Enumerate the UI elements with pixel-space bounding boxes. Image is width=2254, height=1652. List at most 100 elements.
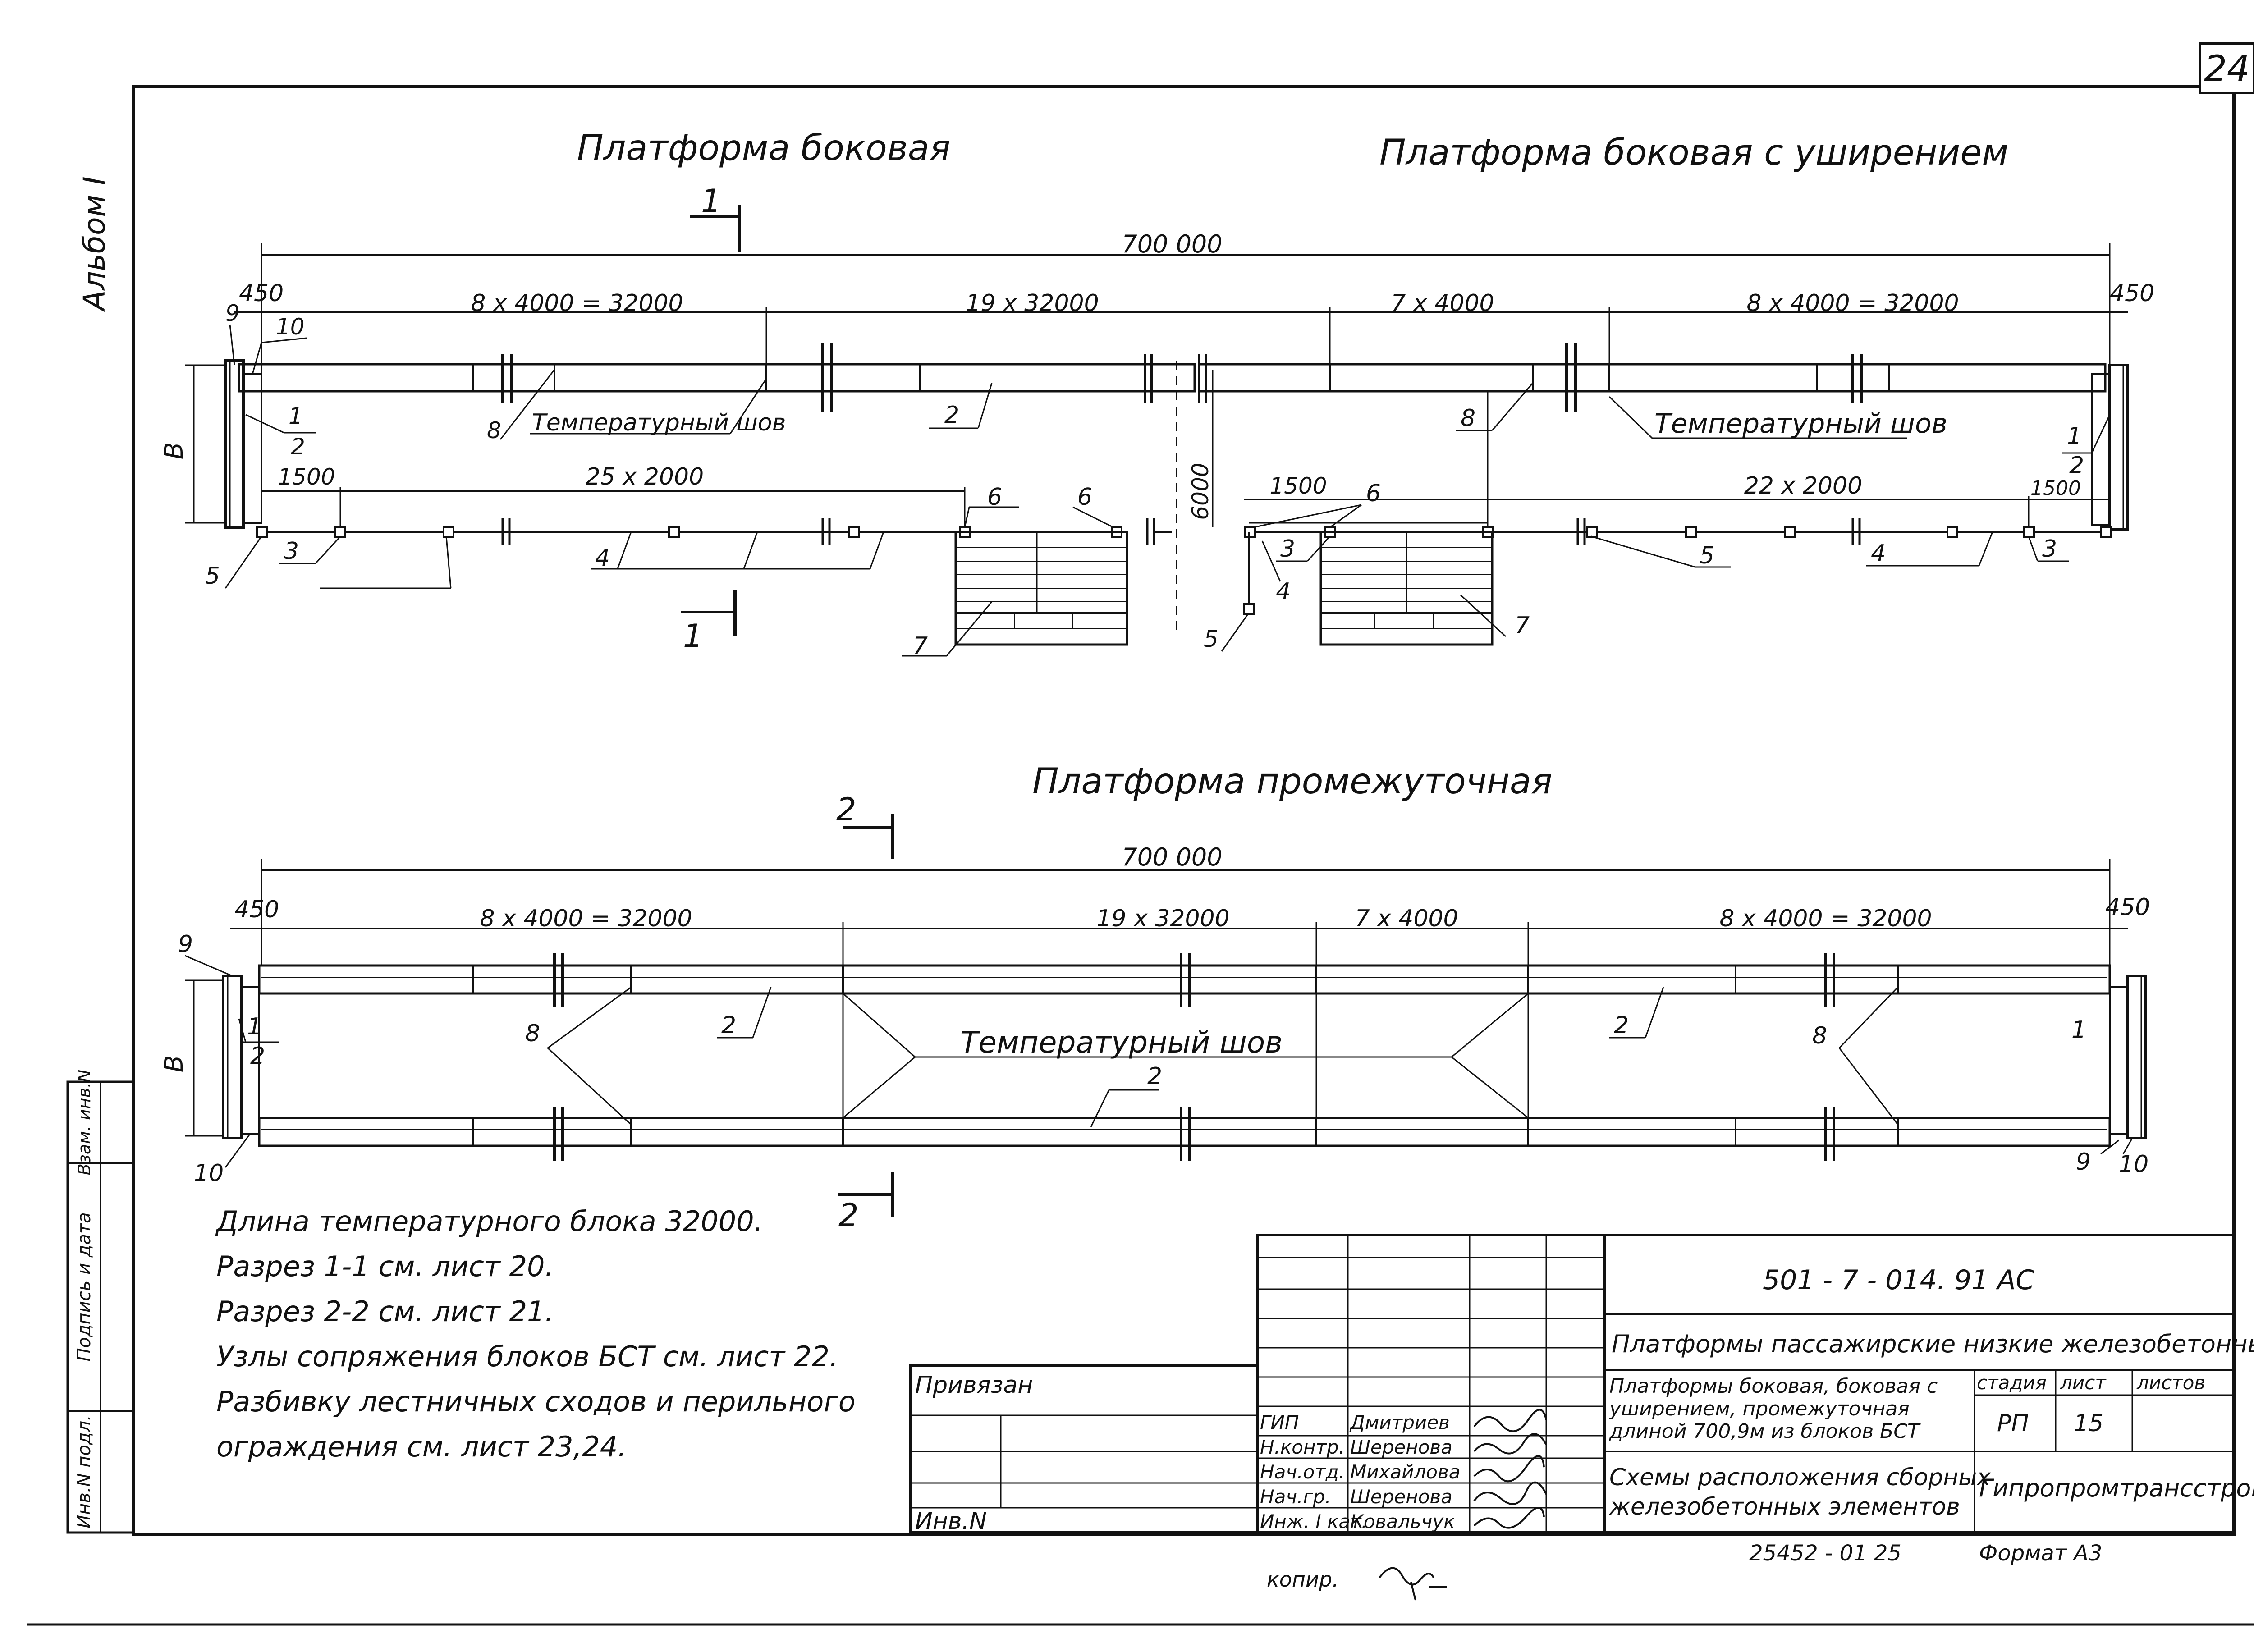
copied-label: копир. <box>1267 1567 1339 1592</box>
sheets-header: листов <box>2136 1372 2205 1394</box>
callout-9-side: 9 <box>225 300 240 326</box>
callout-10-int-left: 10 <box>194 1160 224 1187</box>
role-1: Н.контр. <box>1260 1436 1345 1458</box>
callout-9-int: 9 <box>178 931 193 958</box>
note-line: Длина температурного блока 32000. <box>216 1205 763 1238</box>
temp-joint-label-int: Температурный шов <box>960 1025 1283 1060</box>
stage-header: стадия <box>1977 1372 2047 1394</box>
sheet-number-box <box>2199 42 2254 94</box>
album-label: Альбом I <box>77 176 112 312</box>
callout-2-int-top: 2 <box>721 1012 736 1039</box>
name-2: Михайлова <box>1350 1461 1460 1483</box>
name-0: Дмитриев <box>1349 1411 1450 1433</box>
callout-8-int-right: 8 <box>1812 1022 1827 1049</box>
dim-8x4000-left: 8 х 4000 = 32000 <box>471 290 683 317</box>
section-mark-2-bottom: 2 <box>838 1197 859 1234</box>
signature-2 <box>1473 1455 1545 1483</box>
callout-5-widened-left: 5 <box>1204 626 1219 653</box>
callout-6-side-a: 6 <box>987 484 1002 511</box>
callout-10-side: 10 <box>276 314 305 340</box>
callout-4-widened-right: 4 <box>1871 540 1886 567</box>
title-block: Привязан Инв.N ГИП Дмитриев Н.контр. Шер… <box>909 1234 2254 1601</box>
dim-total-side: 700 000 <box>1122 230 1222 258</box>
dim-7x4000-int: 7 х 4000 <box>1355 905 1458 932</box>
callout-6-widened: 6 <box>1366 480 1381 507</box>
title-intermediate-platform: Платформа промежуточная <box>1032 761 1553 802</box>
dim-25x2000: 25 х 2000 <box>586 463 704 490</box>
note-line: Разбивку лестничных сходов и перильного <box>216 1385 856 1418</box>
title-sheet-1: Схемы расположения сборных <box>1609 1464 1991 1491</box>
name-3: Шеренова <box>1350 1486 1452 1508</box>
dim-width-b-side: В <box>160 442 189 459</box>
signature-0 <box>1473 1409 1547 1432</box>
doc-code: 501 - 7 - 014. 91 АС <box>1763 1264 2034 1296</box>
name-4: Ковальчук <box>1350 1510 1455 1533</box>
side-stamp-inv-podl: Инв.N подл. <box>74 1415 95 1528</box>
callout-1-int: 1 <box>247 1013 262 1040</box>
callout-9-int-right: 9 <box>2076 1149 2091 1176</box>
side-platform-plan: 1 1 700 000 450 8 х 4000 = 32000 19 х 32… <box>160 183 2154 659</box>
callout-8-int-left: 8 <box>525 1020 540 1047</box>
privyazan-label: Привязан <box>915 1372 1033 1399</box>
dim-450-int-left: 450 <box>234 896 279 923</box>
callout-3-side: 3 <box>284 538 299 565</box>
callout-2-side-left: 2 <box>291 434 305 460</box>
callout-1-widened: 1 <box>2067 423 2082 450</box>
callout-8-widened: 8 <box>1461 405 1475 432</box>
callout-5-side: 5 <box>205 563 220 590</box>
copied-signature <box>1379 1567 1447 1601</box>
intermediate-platform-plan: 2 2 700 000 450 8 х 4000 = 32000 19 х 32… <box>160 791 2150 1234</box>
callout-2-int-bottom: 2 <box>1147 1063 1162 1090</box>
note-line: Узлы сопряжения блоков БСТ см. лист 22. <box>216 1340 838 1373</box>
sheet-value: 15 <box>2074 1410 2103 1437</box>
archive-number: 25452 - 01 25 <box>1749 1541 1901 1566</box>
callout-7-side: 7 <box>913 632 928 659</box>
callout-3-widened-left: 3 <box>1280 535 1295 563</box>
callout-1-int-right: 1 <box>2071 1016 2086 1043</box>
dim-total-intermediate: 700 000 <box>1122 843 1222 871</box>
callout-2-int-left: 2 <box>250 1043 265 1070</box>
title-sub-1: Платформы боковая, боковая с <box>1609 1375 1938 1398</box>
name-1: Шеренова <box>1350 1436 1452 1458</box>
dim-19x32000: 19 х 32000 <box>966 290 1099 317</box>
dim-width-b-int: В <box>160 1055 189 1072</box>
title-sheet-2: железобетонных элементов <box>1609 1493 1960 1520</box>
title-sub-2: уширением, промежуточная <box>1608 1397 1910 1420</box>
section-mark-1-top: 1 <box>701 183 721 220</box>
inv-no-label: Инв.N <box>915 1508 987 1535</box>
callout-2-widened: 2 <box>2069 452 2084 479</box>
dim-1500-left: 1500 <box>278 464 335 490</box>
dim-1500-right-b: 1500 <box>2030 477 2081 500</box>
stage-value: РП <box>1997 1410 2029 1437</box>
note-line: ограждения см. лист 23,24. <box>216 1430 627 1463</box>
note-line: Разрез 1-1 см. лист 20. <box>216 1250 554 1283</box>
callout-2-side-main: 2 <box>944 402 959 429</box>
side-stamp: Инв.N подл. Подпись и дата Взам. инв.N <box>66 1070 135 1534</box>
role-2: Нач.отд. <box>1260 1461 1345 1483</box>
temp-joint-label-side: Температурный шов <box>532 409 786 436</box>
signature-1 <box>1473 1433 1547 1455</box>
section-mark-1-bottom: 1 <box>683 618 703 654</box>
title-main: Платформы пассажирские низкие железобето… <box>1612 1330 2254 1358</box>
callout-4-widened-left: 4 <box>1276 578 1291 605</box>
title-sub-3: длиной 700,9м из блоков БСТ <box>1609 1420 1921 1443</box>
dim-7x4000: 7 х 4000 <box>1391 290 1494 317</box>
dim-8x4000-int-right: 8 х 4000 = 32000 <box>1719 905 1932 932</box>
role-0: ГИП <box>1260 1411 1299 1433</box>
callout-4-side: 4 <box>595 545 610 572</box>
dim-19x32000-int: 19 х 32000 <box>1096 905 1229 932</box>
callout-1-side-left: 1 <box>289 403 303 429</box>
side-stamp-vzam: Взам. инв.N <box>74 1070 94 1176</box>
temp-joint-label-widened: Температурный шов <box>1654 408 1947 439</box>
sheet-number: 24 <box>2204 48 2250 90</box>
dim-6000: 6000 <box>1187 462 1214 520</box>
dim-450-left: 450 <box>239 280 284 307</box>
callout-6-side-b: 6 <box>1077 484 1092 511</box>
title-side-widened-platform: Платформа боковая с уширением <box>1379 133 2008 173</box>
signature-3 <box>1473 1481 1547 1505</box>
title-side-platform: Платформа боковая <box>577 128 950 169</box>
callout-10-int-right: 10 <box>2119 1151 2149 1178</box>
callout-3-widened-right: 3 <box>2042 535 2057 563</box>
section-mark-2-top: 2 <box>836 791 857 828</box>
